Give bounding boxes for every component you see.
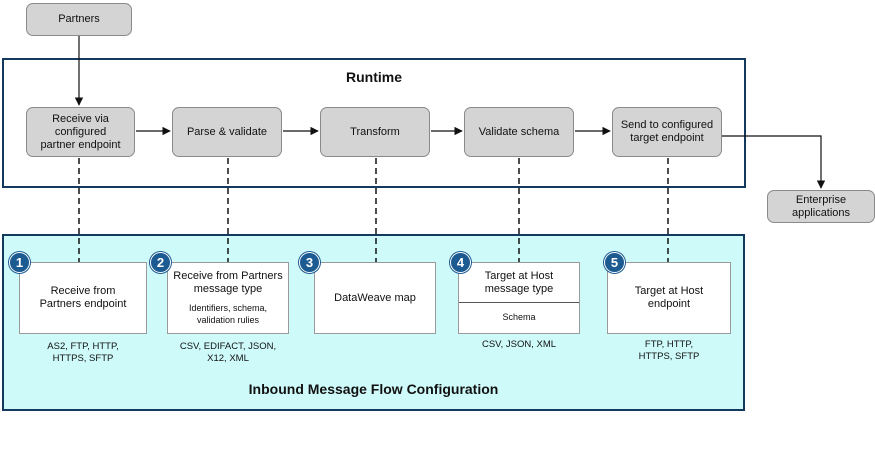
partners-box: Partners: [26, 3, 132, 36]
step-number-badge: 3: [299, 252, 320, 273]
step-number-badge: 4: [450, 252, 471, 273]
card-title: Receive from Partners message type: [173, 270, 283, 295]
enterprise-applications-box: Enterprise applications: [767, 190, 875, 223]
card-title: Target at Host message type: [459, 263, 579, 303]
card-title: DataWeave map: [334, 291, 416, 304]
config-card-host-endpoint: Target at Host endpoint: [607, 262, 731, 334]
card-title: Target at Host endpoint: [634, 285, 704, 310]
card-protocols: AS2, FTP, HTTP, HTTPS, SFTP: [47, 341, 119, 364]
arrow-send-to-enterprise: [722, 135, 826, 189]
card-protocols: CSV, EDIFACT, JSON, X12, XML: [179, 341, 277, 364]
card-protocols: CSV, JSON, XML: [481, 339, 557, 350]
step-send: Send to configured target endpoint: [612, 107, 722, 157]
config-card-host-message-type: Target at Host message type Schema: [458, 262, 580, 334]
flow-arrows: [74, 36, 826, 189]
config-card-partner-message-type: Receive from Partners message type Ident…: [167, 262, 289, 334]
step-number-badge: 1: [9, 252, 30, 273]
step-parse-validate: Parse & validate: [172, 107, 282, 157]
step-transform: Transform: [320, 107, 430, 157]
card-protocols: FTP, HTTP, HTTPS, SFTP: [638, 339, 700, 362]
configuration-title: Inbound Message Flow Configuration: [248, 381, 499, 397]
step-receive: Receive via configured partner endpoint: [26, 107, 135, 157]
config-card-receive-endpoint: Receive from Partners endpoint: [19, 262, 147, 334]
step-number-badge: 2: [150, 252, 171, 273]
card-detail: Identifiers, schema, validation rulies: [188, 303, 268, 325]
card-detail: Schema: [502, 312, 536, 322]
card-title: Receive from Partners endpoint: [39, 285, 127, 310]
step-number-badge: 5: [604, 252, 625, 273]
runtime-title: Runtime: [346, 69, 402, 85]
dashed-links: [78, 158, 669, 262]
config-card-dataweave-map: DataWeave map: [314, 262, 436, 334]
step-validate-schema: Validate schema: [464, 107, 574, 157]
